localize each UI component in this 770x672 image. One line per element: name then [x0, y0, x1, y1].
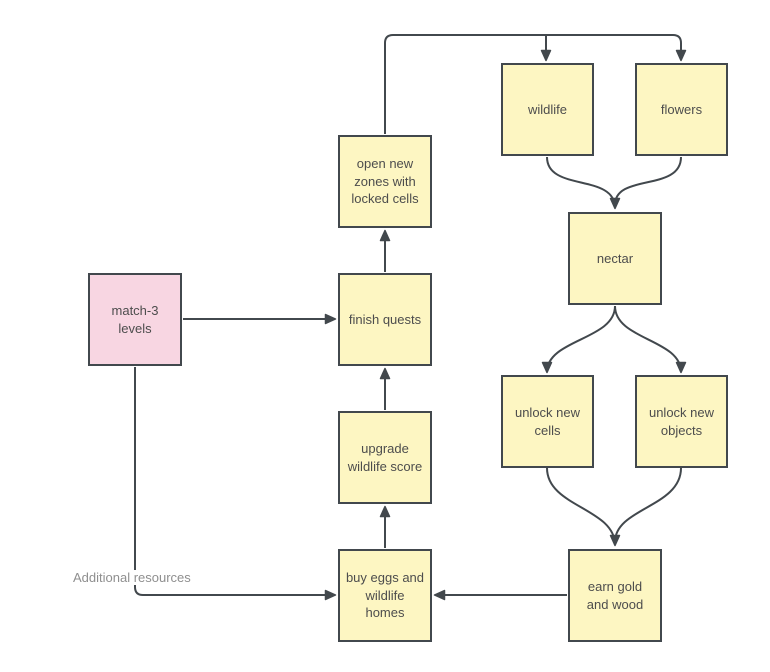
- edge-open-zones-to-flowers: [384, 34, 687, 134]
- edge-label-additional-resources: Additional resources: [70, 570, 194, 585]
- node-label: unlock new objects: [648, 404, 715, 438]
- edge-wildlife-to-nectar: [546, 156, 621, 210]
- node-match-3-levels[interactable]: match-3 levels: [88, 273, 182, 366]
- node-label: finish quests: [348, 311, 422, 327]
- node-label: flowers: [660, 101, 703, 117]
- node-nectar[interactable]: nectar: [568, 212, 662, 305]
- node-label: buy eggs and wildlife homes: [345, 570, 425, 621]
- node-unlock-new-cells[interactable]: unlock new cells: [501, 375, 594, 468]
- node-buy-eggs-and-wildlife-homes[interactable]: buy eggs and wildlife homes: [338, 549, 432, 642]
- node-upgrade-wildlife-score[interactable]: upgrade wildlife score: [338, 411, 432, 504]
- node-label: earn gold and wood: [586, 578, 644, 612]
- edge-unlock-cells-to-earn-gold: [546, 467, 621, 547]
- node-finish-quests[interactable]: finish quests: [338, 273, 432, 366]
- edge-match3-to-buy-eggs: [134, 367, 337, 601]
- node-label: nectar: [596, 250, 634, 266]
- edge-flowers-to-nectar: [614, 156, 682, 206]
- edge-nectar-to-unlock-objects: [614, 305, 687, 374]
- node-label: open new zones with locked cells: [351, 156, 419, 207]
- node-label: unlock new cells: [514, 404, 581, 438]
- node-label: upgrade wildlife score: [347, 440, 423, 474]
- node-unlock-new-objects[interactable]: unlock new objects: [635, 375, 728, 468]
- node-wildlife[interactable]: wildlife: [501, 63, 594, 156]
- edge-nectar-to-unlock-cells: [541, 305, 616, 374]
- edge-unlock-objects-to-earn-gold: [614, 467, 682, 543]
- node-open-new-zones[interactable]: open new zones with locked cells: [338, 135, 432, 228]
- node-earn-gold-and-wood[interactable]: earn gold and wood: [568, 549, 662, 642]
- node-label: match-3 levels: [111, 302, 159, 336]
- node-label: wildlife: [527, 101, 567, 117]
- node-flowers[interactable]: flowers: [635, 63, 728, 156]
